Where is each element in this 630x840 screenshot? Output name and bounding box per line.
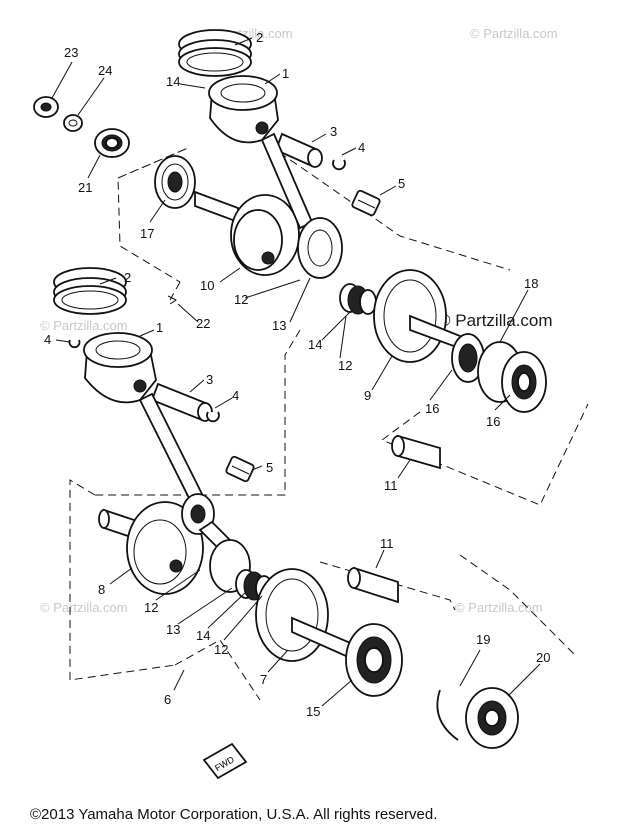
callout-label: 18 — [524, 276, 538, 291]
callout-label: 14 — [308, 337, 322, 352]
crank-shaft-stub — [194, 190, 239, 224]
callout-label: 4 — [358, 140, 365, 155]
bearing-bottom — [345, 623, 403, 697]
callout-label: 23 — [64, 45, 78, 60]
needle-bearing-middle — [225, 455, 255, 483]
watermark-text: © Partzilla.com — [40, 600, 128, 615]
bottom-assembly: FWD — [98, 392, 519, 780]
callout-label: 12 — [338, 358, 352, 373]
callout-label: 12 — [214, 642, 228, 657]
callout-label: 5 — [398, 176, 405, 191]
callout-label: 17 — [140, 226, 154, 241]
callout-label: 4 — [44, 332, 51, 347]
fwd-arrow: FWD — [202, 742, 248, 780]
callout-labels: 2 23 24 1 14 3 4 21 5 17 10 2 18 12 22 1… — [44, 30, 550, 719]
callout-label: 12 — [144, 600, 158, 615]
callout-label: 11 — [384, 478, 398, 493]
callout-label: 5 — [266, 460, 273, 475]
connecting-rod-top — [260, 132, 343, 279]
key-part — [167, 295, 177, 305]
callout-label: 1 — [156, 320, 163, 335]
middle-piston-assembly — [53, 267, 255, 483]
leader-lines — [51, 37, 541, 707]
piston-rings-middle — [53, 267, 127, 315]
spline-shaft-bottom — [347, 566, 399, 604]
needle-bearing-top — [351, 189, 381, 217]
callout-label: 22 — [196, 316, 210, 331]
callout-label: 9 — [364, 388, 371, 403]
callout-label: 14 — [196, 628, 210, 643]
callout-label: 19 — [476, 632, 490, 647]
circlip-left — [68, 339, 81, 348]
callout-label: 4 — [232, 388, 239, 403]
watermark-main: © Partzilla.com — [438, 311, 553, 330]
piston-rings-top — [178, 29, 252, 77]
callout-label: 13 — [166, 622, 180, 637]
callout-label: 7 — [260, 672, 267, 687]
watermark-text: © Partzilla.com — [470, 26, 558, 41]
copyright-notice: ©2013 Yamaha Motor Corporation, U.S.A. A… — [30, 806, 438, 823]
piston-top — [208, 75, 279, 144]
callout-label: 14 — [166, 74, 180, 89]
callout-label: 1 — [282, 66, 289, 81]
spline-shaft-top — [391, 434, 441, 470]
callout-label: 2 — [124, 270, 131, 285]
top-assembly — [33, 29, 547, 470]
watermark-text: © Partzilla.com — [455, 600, 543, 615]
callout-label: 3 — [206, 372, 213, 387]
callout-label: 16 — [425, 401, 439, 416]
circlip-top — [332, 159, 346, 171]
piston-middle — [83, 332, 157, 404]
callout-label: 20 — [536, 650, 550, 665]
callout-label: 3 — [330, 124, 337, 139]
callout-label: 24 — [98, 63, 112, 78]
crank-wheel-right-bottom — [255, 568, 356, 662]
callout-label: 12 — [234, 292, 248, 307]
crank-wheel-top — [230, 194, 300, 276]
callout-label: 2 — [256, 30, 263, 45]
callout-label: 11 — [380, 536, 394, 551]
callout-label: 6 — [164, 692, 171, 707]
callout-label: 13 — [272, 318, 286, 333]
watermark-text: © Partzilla.com — [40, 318, 128, 333]
bearing-left-top — [154, 155, 196, 209]
callout-label: 10 — [200, 278, 214, 293]
callout-label: 8 — [98, 582, 105, 597]
bearing-right-top — [451, 333, 547, 413]
big-end-bearing-top — [339, 283, 377, 315]
callout-label: 21 — [78, 180, 92, 195]
circlip-middle — [206, 411, 220, 423]
snap-ring — [436, 689, 459, 741]
callout-label: 16 — [486, 414, 500, 429]
callout-label: 15 — [306, 704, 320, 719]
oil-seal-bottom — [465, 687, 519, 749]
oil-seal-top — [33, 96, 130, 158]
connecting-rod-bottom — [138, 392, 251, 593]
